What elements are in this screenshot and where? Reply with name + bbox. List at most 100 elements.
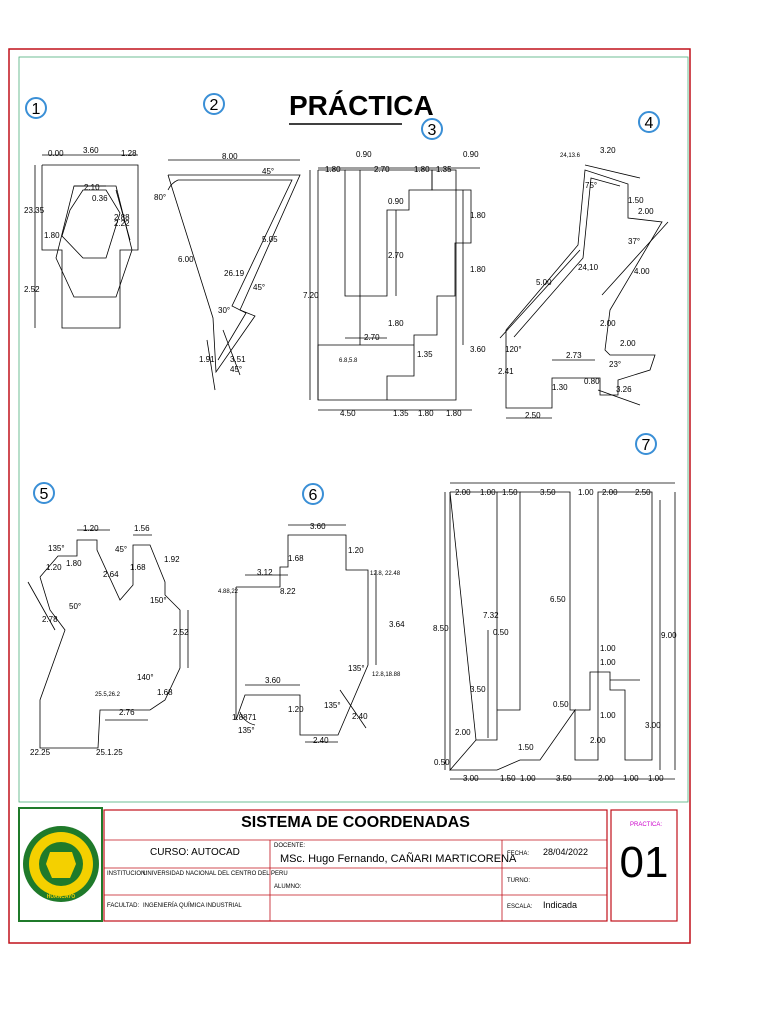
fig3-dimension-label: 2.70 [364,333,380,342]
figure-1 [34,154,139,329]
fig5-dimension-label: 1.20 [83,524,99,533]
fig7-dimension-label: 6.50 [550,595,566,604]
fig7-dimension-label: 1.00 [600,711,616,720]
fig4-dimension-label: 2.50 [525,411,541,420]
fig5-dimension-label: 22.25 [30,748,51,757]
facultad-value: INGENIERÍA QUÍMICA INDUSTRIAL [143,903,242,909]
fig4-dimension-label: 1.50 [628,196,644,205]
fig5-dimension-label: 25.5,26.2 [95,692,121,698]
figure-badge-2 [203,93,225,115]
fig6-dimension-label: 135° [348,664,365,673]
fig7-dimension-label: 1.50 [518,743,534,752]
title-block: HUANCAYO [18,807,678,922]
fig4-dimension-label: 75° [585,181,597,190]
figure-7 [444,482,676,780]
fig5-dimension-label: 1.92 [164,555,180,564]
fig3-dimension-label: 7.20 [303,291,319,300]
fig6-dimension-label: 1.20 [288,705,304,714]
fig2-dimension-label: 80° [154,193,166,202]
fig5-dimension-label: 1.56 [134,524,150,533]
fig2-dimension-label: 6.00 [178,255,194,264]
fig4-dimension-label: 1.30 [552,383,568,392]
fig7-dimension-label: 7.32 [483,611,499,620]
fig5-dimension-label: 1.20 [46,563,62,572]
fig7-dimension-label: 3.50 [470,685,486,694]
fig1-dimension-label: 2.22 [114,219,130,228]
fig6-dimension-label: 1.20 [348,546,364,555]
fig7-dimension-label: 0.50 [493,628,509,637]
fig3-dimension-label: 3.60 [470,345,486,354]
fig7-dimension-label: 1.50 [502,488,518,497]
fig3-dimension-label: 1.35 [393,409,409,418]
fig2-dimension-label: 5.05 [262,235,278,244]
fig7-dimension-label: 8.50 [433,624,449,633]
fig4-dimension-label: 4.00 [634,267,650,276]
fig7-dimension-label: 1.00 [623,774,639,783]
fig3-dimension-label: 1.35 [436,165,452,174]
fig4-dimension-label: 2.00 [600,319,616,328]
fig6-dimension-label: 135° [324,701,341,710]
fig7-dimension-label: 3.00 [463,774,479,783]
logo-emblem [46,852,76,878]
fig4-dimension-label: 37° [628,237,640,246]
figure-number-2: 2 [210,97,219,114]
fig7-dimension-label: 2.50 [635,488,651,497]
fig2-dimension-label: 3.51 [230,355,246,364]
fig5-dimension-label: 2.78 [42,615,58,624]
figure-badge-4 [638,111,660,133]
fig7-dimension-label: 2.00 [455,488,471,497]
institucion-label: INSTITUCION: [107,871,147,877]
fig5-dimension-label: 1.68 [130,563,146,572]
fig1-dimension-label: 2.88 [114,213,130,222]
figure-5 [27,529,189,749]
practica-label: PRACTICA: [630,822,663,828]
fig7-dimension-label: 0.50 [434,758,450,767]
fig6-dimension-label: 1.8871 [232,713,257,722]
fig6-dimension-label: 1.68 [288,554,304,563]
fig2-dimension-label: 30° [218,306,230,315]
fig2-dimension-label: 45° [253,283,265,292]
fig3-dimension-label: 1.80 [470,265,486,274]
fig2-dimension-label: 45° [230,365,242,374]
fig6-dimension-label: 3.64 [389,620,405,629]
fig6-dimension-label: 2.40 [313,736,329,745]
fig3-dimension-label: 1.35 [417,350,433,359]
fig7-dimension-label: 2.00 [602,488,618,497]
page-title: PRÁCTICA [289,90,434,121]
fig7-dimension-label: 1.00 [480,488,496,497]
alumno-label: ALUMNO: [274,884,302,890]
inner-frame [18,56,689,803]
figure-2 [167,159,301,391]
figure-7-labels: 2.00 1.00 1.50 3.50 1.00 2.00 2.50 8.50 7.32 0.50… [433,488,677,783]
fig7-dimension-label: 3.50 [556,774,572,783]
escala-label: ESCALA: [507,904,533,910]
logo-city: HUANCAYO [47,894,76,900]
fig4-dimension-label: 3.26 [616,385,632,394]
fig5-dimension-label: 150° [150,596,167,605]
fig5-dimension-label: 1.80 [66,559,82,568]
fig7-dimension-label: 1.00 [520,774,536,783]
figure-badge-3 [421,118,443,140]
title-block-frame [103,809,608,922]
fig1-dimension-label: 0.36 [92,194,108,203]
turno-label: TURNO: [507,878,530,884]
fig5-dimension-label: 1.68 [157,688,173,697]
curso-label: CURSO: AUTOCAD [150,847,240,858]
fig6-dimension-label: 8.22 [280,587,296,596]
fig2-dimension-label: 1.91 [199,355,215,364]
fig4-dimension-label: 2.00 [620,339,636,348]
fig4-dimension-label: 120° [505,345,522,354]
fecha-value: 28/04/2022 [543,847,589,857]
logo-frame [18,807,103,922]
figure-badge-6 [302,483,324,505]
fig5-dimension-label: 135° [48,544,65,553]
fig7-dimension-label: 3.00 [645,721,661,730]
fig1-dimension-label: 1.80 [44,231,60,240]
fig4-dimension-label: 24,13.6 [560,153,581,159]
fig1-dimension-label: 23.35 [24,206,45,215]
fig7-dimension-label: 1.00 [578,488,594,497]
